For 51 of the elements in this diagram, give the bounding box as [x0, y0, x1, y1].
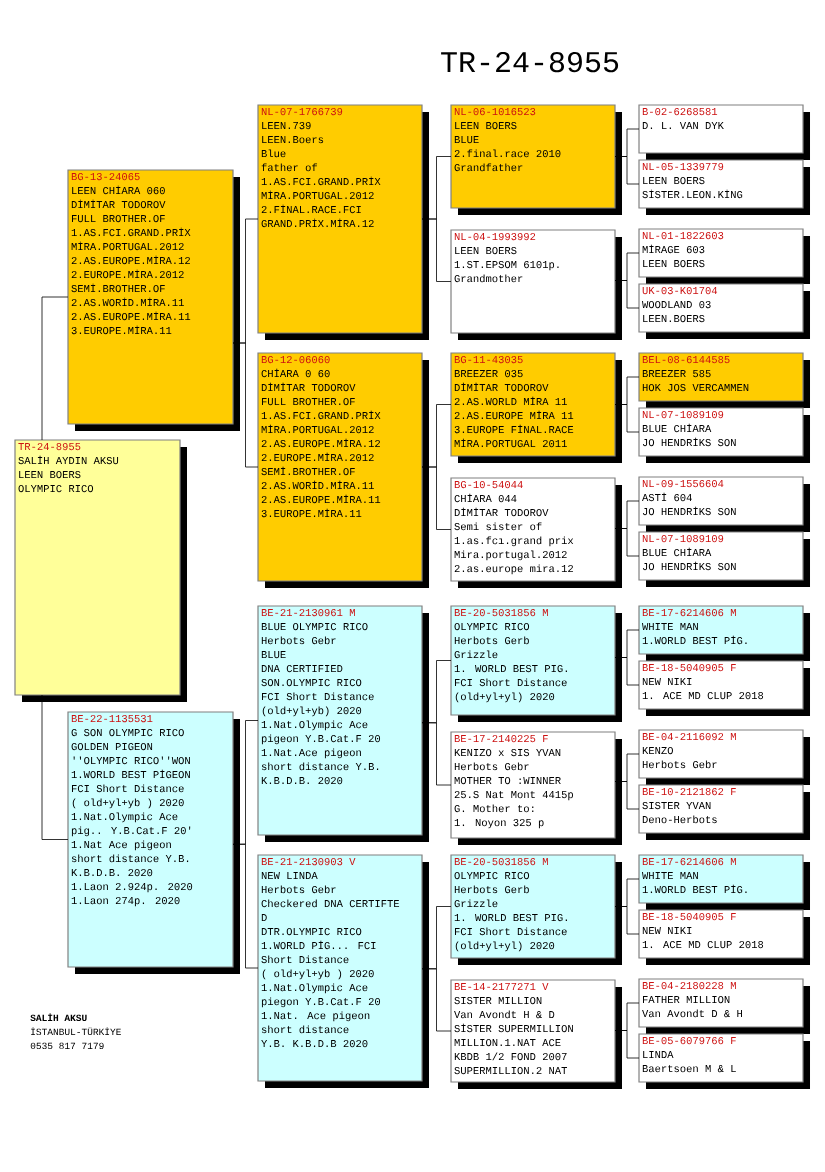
pedigree-box: UK-03-K01704 WOODLAND 03 LEEN.BOERS	[638, 283, 810, 339]
pedigree-box: BEL-08-6144585 BREEZER 585 HOK JOS VERCAMMEN	[638, 352, 810, 408]
pedigree-box: BE-17-6214606 M WHITE MAN 1.WORLD BEST PİG.	[638, 854, 810, 910]
connector-line	[614, 280, 640, 309]
connector-line	[614, 657, 640, 686]
pedigree-box: BE-14-2177271 V SISTER MILLION Van Avondt H & D SİSTER SUPERMILLION MILLION.1.NAT ACE KBDB 1/2 FOND 2007 SUPERMILLION.2 NAT	[450, 979, 622, 1089]
pedigree-box: NL-07-1089109 BLUE CHİARA JO HENDRİKS SON	[638, 407, 810, 463]
pedigree-box: BE-04-2180228 M FATHER MILLION Van Avondt D & H	[638, 978, 810, 1034]
pedigree-box: NL-07-1089109 BLUE CHİARA JO HENDRİKS SON	[638, 531, 810, 587]
connector-line	[41, 694, 69, 840]
connector-line	[421, 466, 452, 530]
connector-line	[614, 528, 640, 557]
pedigree-box: BG-11-43035 BREEZER 035 DİMİTAR TODOROV 2.AS.WORLD MİRA 11 2.AS.EUROPE MİRA 11 3.EUROPE FİNAL.RACE MİRA.PORTUGAL 2011	[450, 352, 622, 463]
pedigree-box: BE-21-2130903 V NEW LINDA Herbots Gebr Checkered DNA CERTIFTE D DTR.OLYMPIC RICO 1.WORLD PİG... FCI Short Distance ( old+yl+yb ) 2020 1.Nat.Olympic Ace piegon Y.B.Cat.F 20 1.Nat. Ace pigeon short distance Y.B. K.B.D.B 2020	[257, 854, 429, 1088]
pedigree-box: BG-13-24065 LEEN CHİARA 060 DİMİTAR TODOROV FULL BROTHER.OF 1.AS.FCI.GRAND.PRİX MİRA.PORTUGAL.2012 2.AS.EUROPE.MİRA.12 2.EUROPE.MİRA.2012 SEMİ.BROTHER.OF 2.AS.WORİD.MİRA.11 2.AS.EUROPE.MİRA.11 3.EUROPE.MİRA.11	[67, 169, 240, 431]
connector-line	[614, 404, 640, 433]
connector-line	[421, 968, 452, 1032]
pedigree-box: NL-04-1993992 LEEN BOERS 1.ST.EPSOM 6101p. Grandmother	[450, 229, 622, 340]
connector-line	[614, 781, 640, 810]
connector-line	[614, 156, 640, 185]
pedigree-box: NL-05-1339779 LEEN BOERS SİSTER.LEON.KİNG	[638, 159, 810, 215]
pedigree-box: BE-20-5031856 M OLYMPIC RICO Herbots Gerb Grizzle 1. WORLD BEST PIG. FCI Short Distance (old+yl+yl) 2020	[450, 854, 622, 965]
pedigree-box: BE-04-2116092 M KENZO Herbots Gebr	[638, 729, 810, 785]
pedigree-box: BE-20-5031856 M OLYMPIC RICO Herbots Gerb Grizzle 1. WORLD BEST PIG. FCI Short Distance (old+yl+yl) 2020	[450, 605, 622, 722]
pedigree-box: B-02-6268581 D. L. VAN DYK	[638, 104, 810, 160]
pedigree-box: BE-18-5040905 F NEW NIKI 1. ACE MD CLUP 2018	[638, 660, 810, 716]
pedigree-box: BE-05-6079766 F LINDA Baertsoen M & L	[638, 1033, 810, 1089]
pedigree-box: NL-09-1556604 ASTİ 604 JO HENDRİKS SON	[638, 476, 810, 532]
pedigree-box: TR-24-8955 SALİH AYDIN AKSU LEEN BOERS OLYMPIC RICO	[14, 439, 187, 702]
pedigree-box: BE-18-5040905 F NEW NIKI 1. ACE MD CLUP 2018	[638, 909, 810, 965]
connector-line	[421, 722, 452, 786]
pedigree-box: BE-17-2140225 F KENIZO x SIS YVAN Herbots Gebr MOTHER TO :WINNER 25.S Nat Mont 4415p G. Mother to: 1. Noyon 325 p	[450, 731, 622, 845]
connector-line	[421, 218, 452, 282]
connector-line	[41, 296, 69, 441]
pedigree-box: BG-10-54044 CHİARA 044 DİMİTAR TODOROV Semi sister of 1.as.fcı.grand prix Mira.portugal.2012 2.as.europe mira.12	[450, 477, 622, 588]
connector-line	[614, 1030, 640, 1059]
pedigree-box: NL-01-1822603 MİRAGE 603 LEEN BOERS	[638, 228, 810, 284]
pedigree-box: BG-12-06060 CHİARA 0 60 DİMİTAR TODOROV FULL BROTHER.OF 1.AS.FCI.GRAND.PRİX MİRA.PORTUGAL.2012 2.AS.EUROPE.MİRA.12 2.EUROPE.MİRA.2012 SEMİ.BROTHER.OF 2.AS.WORİD.MİRA.11 2.AS.EUROPE.MİRA.11 3.EUROPE.MİRA.11	[257, 352, 429, 588]
pedigree-box: NL-06-1016523 LEEN BOERS BLUE 2.final.race 2010 Grandfather	[450, 104, 622, 215]
pedigree-box: BE-22-1135531 G SON OLYMPIC RICO GOLDEN PIGEON ''OLYMPIC RICO''WON 1.WORLD BEST PİGEON FCI Short Distance ( old+yl+yb ) 2020 1.Nat.Olympic Ace pig.. Y.B.Cat.F 20' 1.Nat Ace pigeon short distance Y.B. K.B.D.B. 2020 1.Laon 2.924p. 2020 1.Laon 274p. 2020	[67, 711, 240, 974]
pedigree-box: NL-07-1766739 LEEN.739 LEEN.Boers Blue father of 1.AS.FCI.GRAND.PRİX MİRA.PORTUGAL.2012 2.FİNAL.RACE.FCI GRAND.PRİX.MİRA.12	[257, 104, 429, 340]
connector-line	[232, 342, 259, 468]
pedigree-box: BE-10-2121862 F SISTER YVAN Deno-Herbots	[638, 784, 810, 840]
connector-line	[614, 906, 640, 935]
connector-line	[232, 843, 259, 969]
owner-phone: 0535 817 7179	[30, 1042, 104, 1050]
pedigree-box: BE-17-6214606 M WHITE MAN 1.WORLD BEST PİG.	[638, 605, 810, 661]
pedigree-box: BE-21-2130961 M BLUE OLYMPIC RICO Herbots Gebr BLUE DNA CERTIFIED SON.OLYMPIC RICO FCI Short Distance (old+yl+yb) 2020 1.Nat.Olympic Ace pigeon Y.B.Cat.F 20 1.Nat.Ace pigeon short distance Y.B. K.B.D.B. 2020	[257, 605, 429, 842]
owner-address: İSTANBUL-TÜRKİYE	[31, 1027, 121, 1036]
page-title: TR-24-8955	[441, 51, 619, 73]
owner-name: SALİH AKSU	[30, 1013, 87, 1022]
